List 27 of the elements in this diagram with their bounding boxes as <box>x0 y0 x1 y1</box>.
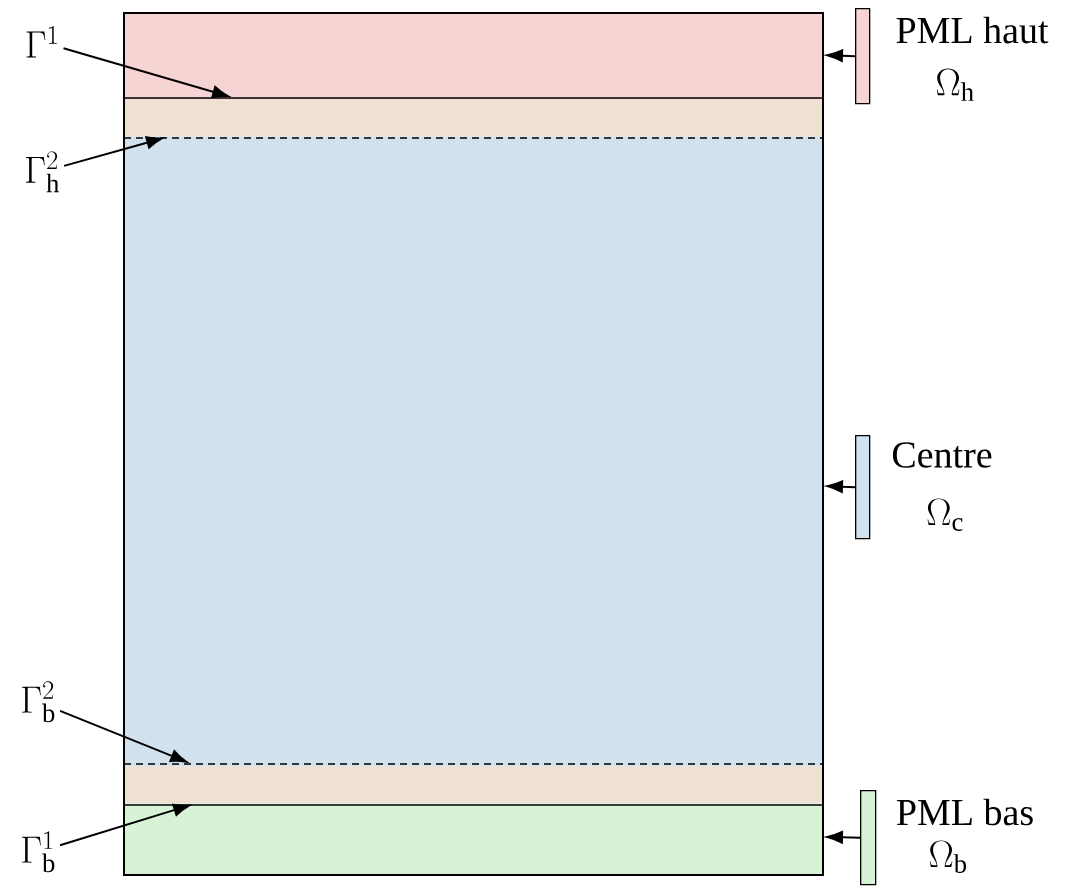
region-symbol: $\Omega_{\mathrm{c}}$ <box>927 498 963 531</box>
region-band <box>124 13 824 101</box>
arrow <box>826 831 861 844</box>
region-name: Centre <box>892 442 992 468</box>
region-name: PML haut <box>896 16 1049 44</box>
dashed-boundary-line <box>123 137 824 139</box>
region-band <box>124 100 824 137</box>
arrow <box>62 47 229 99</box>
boundary-label: $\Gamma_{\mathrm{h}}^{2}$ <box>26 151 59 193</box>
region-band <box>124 803 824 876</box>
boundary-label: $\Gamma_{\mathrm{b}}^{1}$ <box>22 831 55 873</box>
boundary-label: $\Gamma^{1}$ <box>26 26 57 58</box>
region-symbol: $\Omega_{\mathrm{b}}$ <box>929 840 967 873</box>
legend-bar <box>855 8 871 105</box>
arrow <box>826 49 856 62</box>
legend-bar <box>855 435 871 540</box>
arrow <box>59 709 187 763</box>
region-symbol: $\Omega_{\mathrm{h}}$ <box>936 68 974 101</box>
region-band <box>124 136 824 767</box>
region-band <box>124 766 824 804</box>
boundary-line <box>123 804 824 806</box>
region-name: PML bas <box>896 798 1033 826</box>
arrow <box>826 480 856 493</box>
boundary-label: $\Gamma_{\mathrm{b}}^{2}$ <box>22 681 55 723</box>
legend-bar <box>860 790 877 886</box>
dashed-boundary-line <box>123 763 824 765</box>
boundary-line <box>123 97 824 99</box>
